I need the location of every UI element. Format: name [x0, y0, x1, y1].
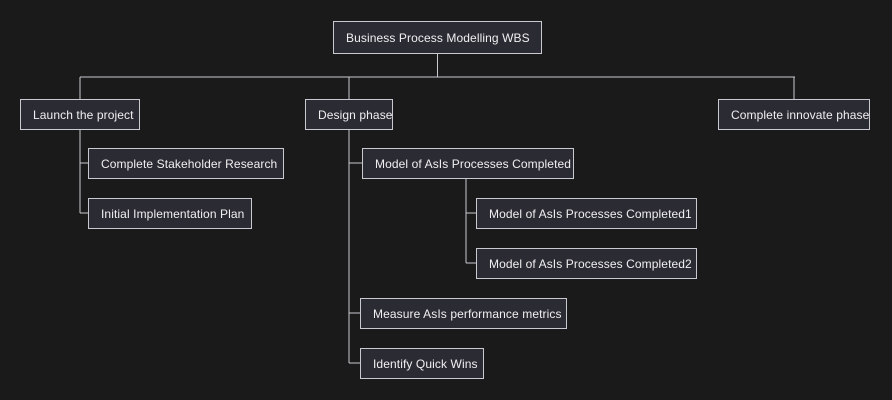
wbs-node-complete-innovate-phase[interactable]: Complete innovate phase — [718, 99, 870, 130]
wbs-node-initial-implementation-plan[interactable]: Initial Implementation Plan — [88, 198, 252, 229]
wbs-node-root[interactable]: Business Process Modelling WBS — [333, 21, 542, 54]
wbs-node-launch-the-project[interactable]: Launch the project — [20, 99, 140, 130]
wbs-node-measure-asis-performance-metrics[interactable]: Measure AsIs performance metrics — [360, 298, 567, 329]
wbs-node-complete-stakeholder-research[interactable]: Complete Stakeholder Research — [88, 148, 284, 179]
wbs-node-design-phase[interactable]: Design phase — [305, 99, 393, 130]
wbs-node-model-of-asis-processes-completed[interactable]: Model of AsIs Processes Completed — [362, 148, 574, 179]
wbs-node-model-of-asis-processes-completed1[interactable]: Model of AsIs Processes Completed1 — [476, 198, 697, 229]
wbs-node-identify-quick-wins[interactable]: Identify Quick Wins — [360, 348, 484, 379]
wbs-node-model-of-asis-processes-completed2[interactable]: Model of AsIs Processes Completed2 — [476, 248, 697, 279]
